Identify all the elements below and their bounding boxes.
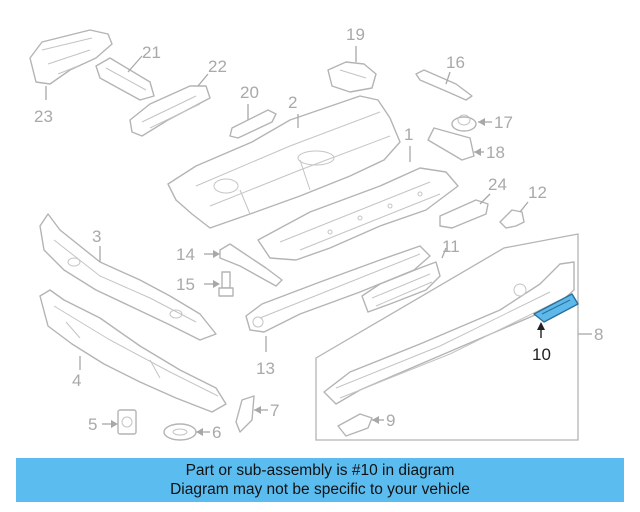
callout-6: 6 [212, 423, 221, 442]
callout-5: 5 [88, 415, 97, 434]
callout-13: 13 [256, 359, 275, 378]
part-11 [361, 247, 447, 313]
outer-sill [323, 261, 575, 405]
part-13 [245, 245, 431, 352]
parts-diagram: 2 1 3 4 5 6 7 8 9 10 11 12 13 14 15 16 1… [29, 25, 603, 442]
part-8-box [315, 233, 592, 441]
part-10-highlighted[interactable] [533, 293, 579, 338]
callout-3: 3 [92, 227, 101, 246]
part-18 [427, 127, 484, 161]
part-20 [229, 104, 277, 139]
part-7 [235, 395, 268, 433]
callout-9: 9 [386, 411, 395, 430]
part-16 [415, 69, 473, 101]
part-22 [129, 73, 211, 137]
callout-2: 2 [288, 93, 297, 112]
callout-8: 8 [594, 325, 603, 344]
callout-24: 24 [488, 175, 507, 194]
part-12 [499, 201, 529, 229]
callout-labels: 2 1 3 4 5 6 7 8 9 10 11 12 13 14 15 16 1… [34, 25, 603, 442]
callout-19: 19 [346, 25, 365, 44]
callout-4: 4 [72, 371, 81, 390]
banner-line-2: Diagram may not be specific to your vehi… [170, 481, 470, 498]
part-23 [29, 29, 113, 100]
callout-16: 16 [446, 53, 465, 72]
callout-10: 10 [532, 345, 551, 364]
callout-15: 15 [176, 275, 195, 294]
callout-20: 20 [240, 83, 259, 102]
part-21 [95, 55, 155, 101]
callout-11: 11 [442, 237, 460, 256]
part-14 [204, 243, 283, 287]
part-1 [257, 146, 459, 261]
part-2 [167, 95, 401, 229]
banner-line-1: Part or sub-assembly is #10 in diagram [185, 462, 455, 479]
part-15 [204, 271, 234, 297]
callout-23: 23 [34, 107, 53, 126]
part-5 [102, 409, 137, 435]
callout-14: 14 [176, 245, 195, 264]
callout-1: 1 [404, 125, 413, 144]
part-3 [39, 213, 217, 341]
callout-22: 22 [208, 57, 227, 76]
part-9 [337, 413, 384, 437]
callout-17: 17 [494, 113, 513, 132]
part-6 [163, 423, 210, 441]
callout-18: 18 [486, 143, 505, 162]
part-19 [327, 46, 377, 93]
part-17 [451, 114, 492, 132]
part-4 [39, 289, 227, 413]
info-banner: Part or sub-assembly is #10 in diagram D… [16, 458, 624, 502]
callout-21: 21 [142, 43, 161, 62]
callout-7: 7 [270, 401, 279, 420]
callout-12: 12 [528, 183, 547, 202]
part-24 [439, 193, 491, 229]
